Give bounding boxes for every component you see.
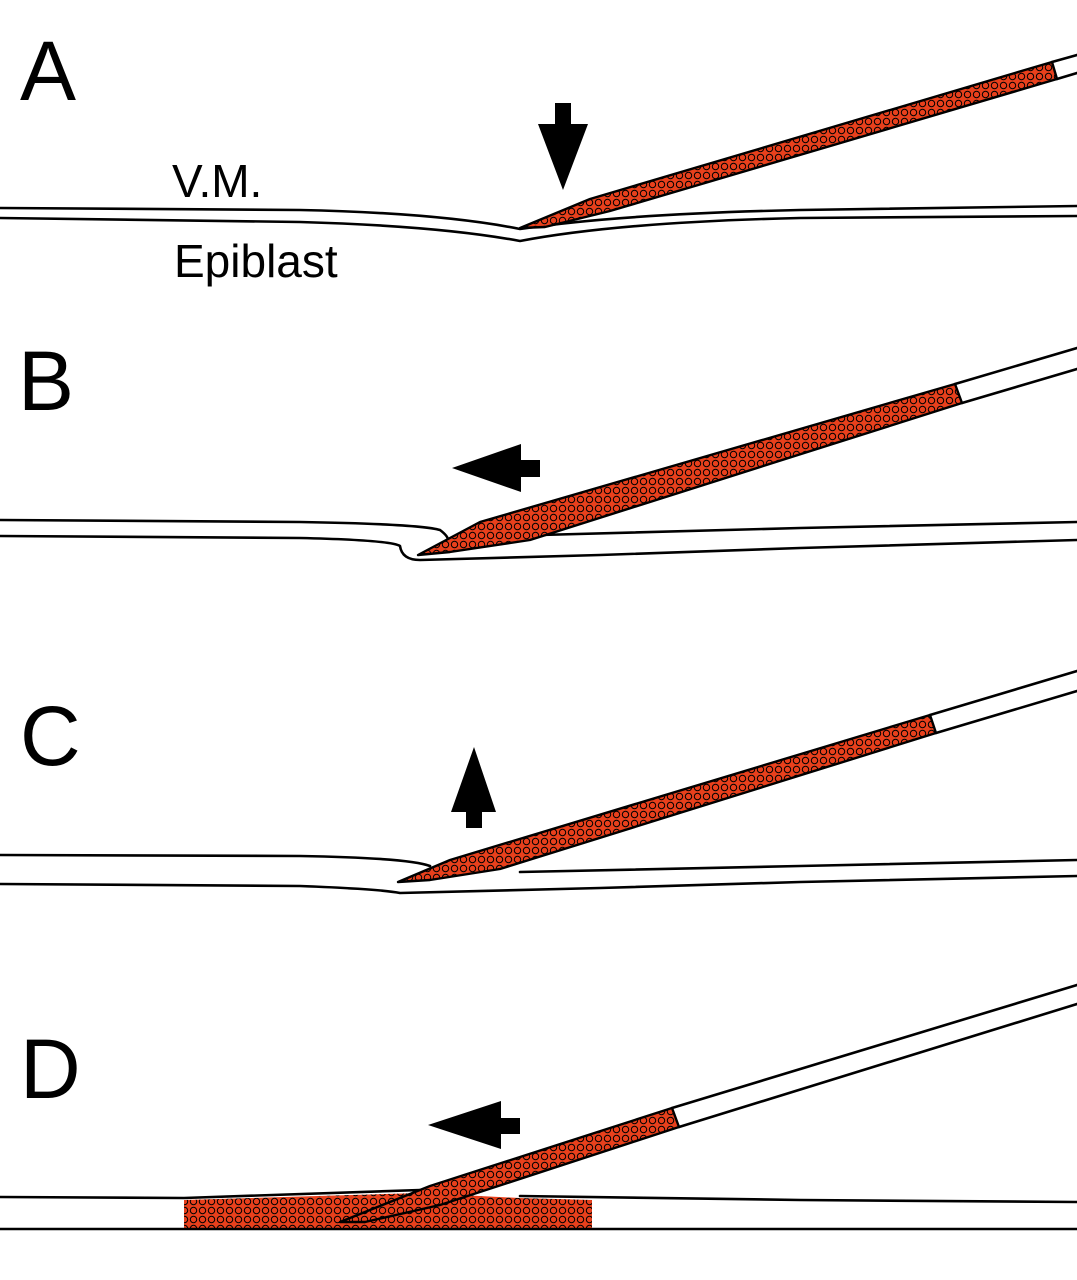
- epiblast-line: [0, 874, 1077, 895]
- epiblast-line: [0, 214, 1077, 243]
- vm-label: V.M.: [172, 155, 262, 207]
- epiblast-label: Epiblast: [174, 235, 338, 287]
- panel-a: A V.M. Epiblast: [0, 24, 1077, 287]
- arrow-left-icon: [452, 444, 540, 492]
- vitelline-membrane-line: [518, 858, 1077, 874]
- pipette-wall: [670, 983, 1077, 1110]
- panel-letter-d: D: [20, 1022, 81, 1116]
- grafted-cells: [518, 60, 1059, 230]
- vitelline-membrane-line: [0, 853, 432, 868]
- epiblast-line: [0, 534, 1077, 562]
- pipette-wall: [960, 367, 1077, 405]
- panel-d: D: [0, 983, 1077, 1231]
- panel-letter-b: B: [18, 334, 74, 428]
- pipette-wall: [953, 346, 1077, 386]
- panel-b: B: [0, 334, 1077, 562]
- pipette-wall: [1055, 71, 1077, 81]
- micropipette: [518, 53, 1077, 230]
- micropipette: [416, 346, 1077, 557]
- pipette-wall: [1050, 53, 1077, 64]
- vitelline-membrane-line: [0, 1188, 422, 1200]
- panel-letter-c: C: [20, 689, 81, 783]
- vitelline-membrane-line: [518, 1194, 1077, 1204]
- panel-c: C: [0, 669, 1077, 895]
- pipette-wall: [677, 1002, 1077, 1129]
- vitelline-membrane-line: [538, 520, 1077, 537]
- pipette-wall: [934, 689, 1077, 735]
- vitelline-membrane-line: [0, 518, 450, 542]
- arrow-down-icon: [538, 103, 588, 190]
- pipette-wall: [928, 669, 1077, 717]
- micropipette: [338, 983, 1077, 1224]
- panel-letter-a: A: [20, 24, 76, 118]
- arrow-up-icon: [451, 747, 496, 828]
- arrow-left-icon: [428, 1101, 520, 1149]
- micropipette: [396, 669, 1077, 884]
